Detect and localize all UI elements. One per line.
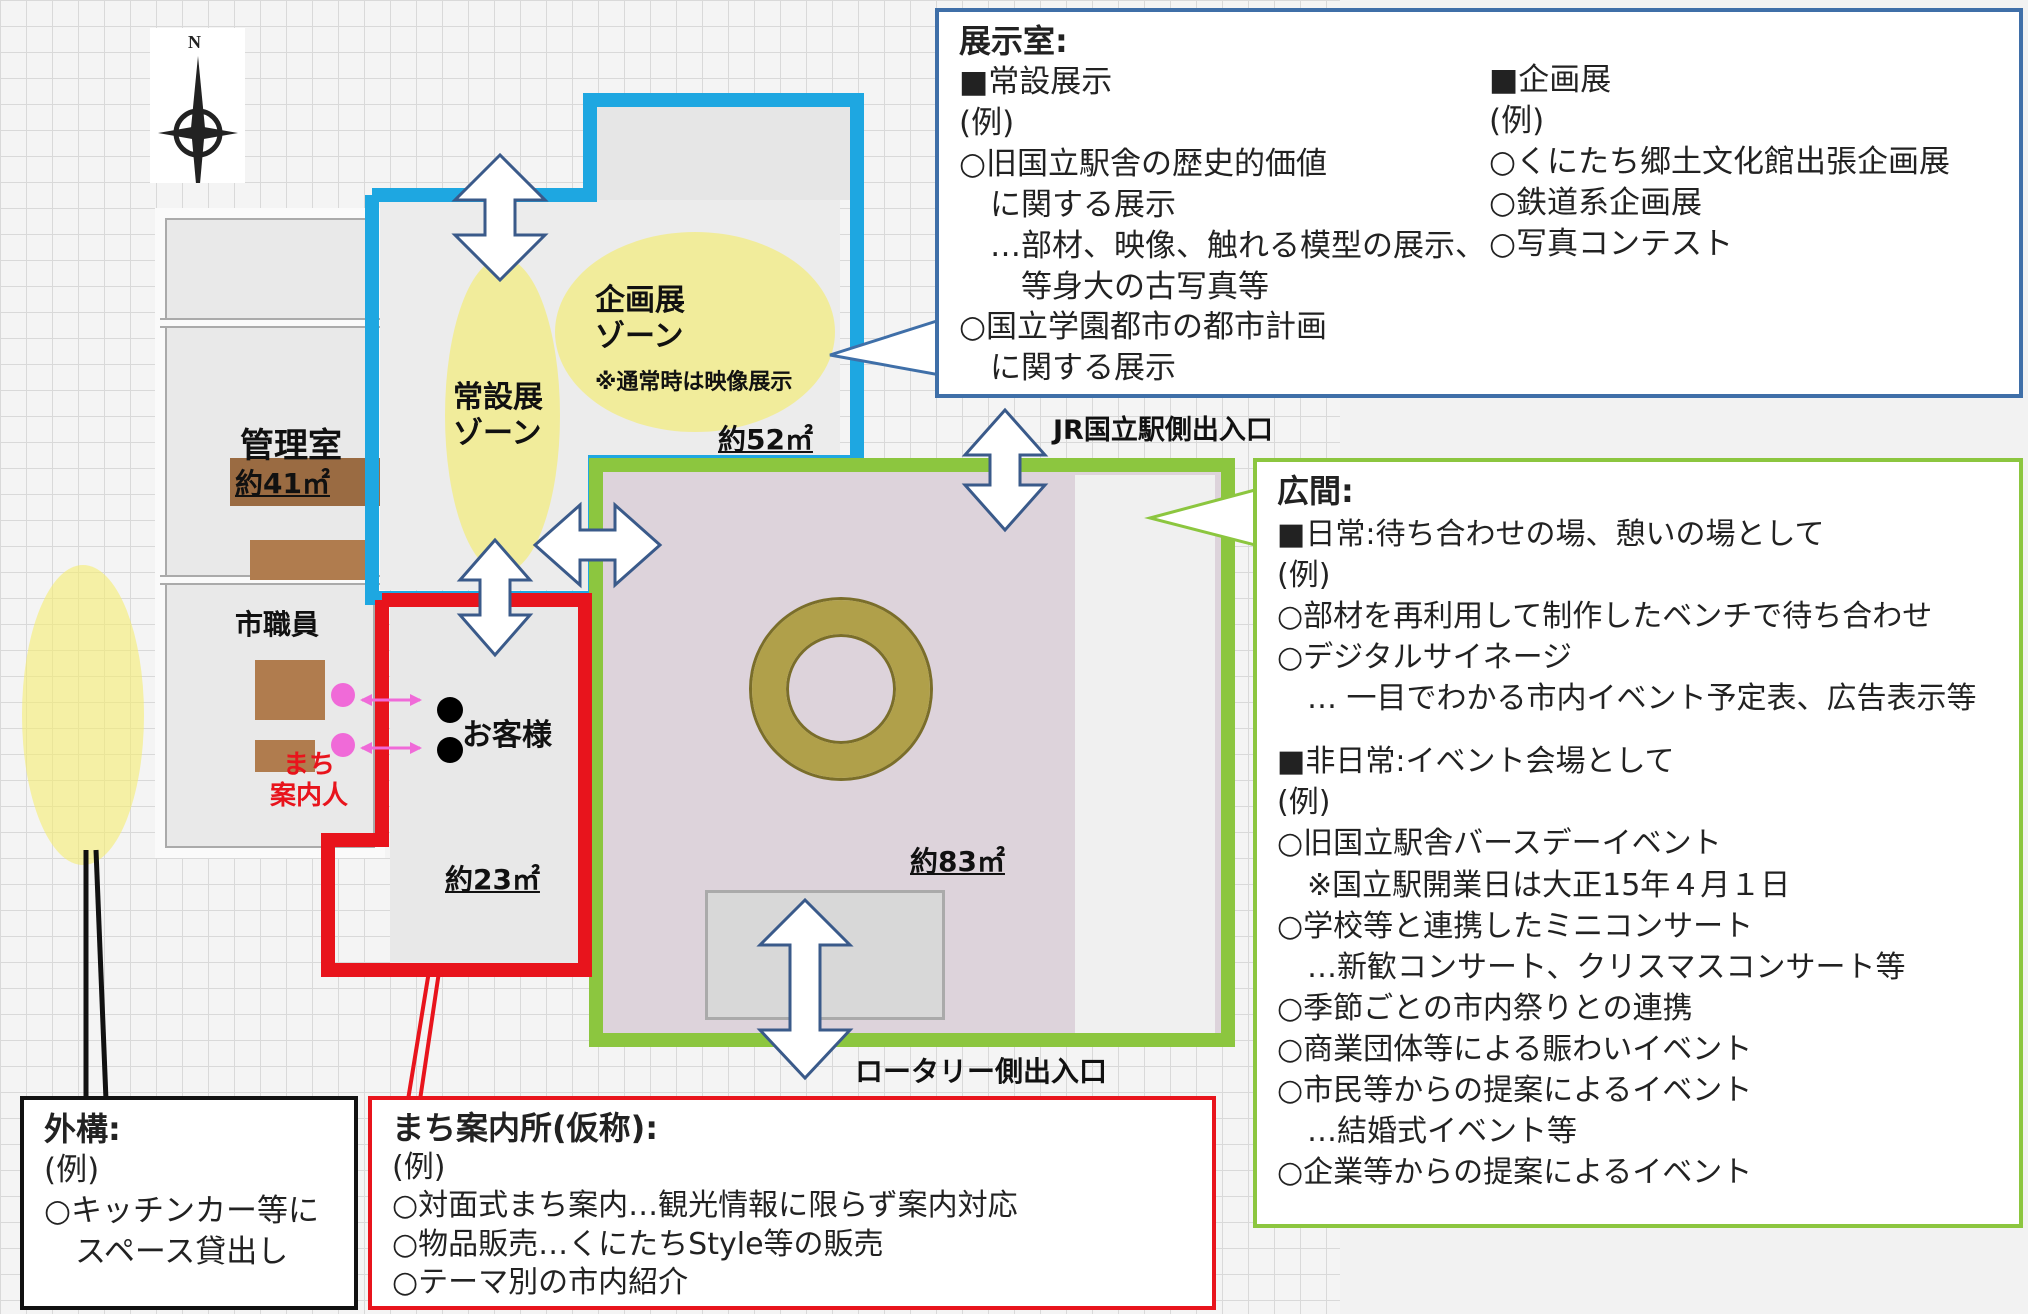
exhibit-area: 約52㎡ (718, 423, 813, 456)
hall-callout: 広間: ■日常:待ち合わせの場、憩いの場として (例) ○部材を再利用して制作し… (1253, 458, 2023, 1228)
guide-marker (331, 683, 355, 707)
info-area: 約23㎡ (445, 863, 540, 896)
people-markers (331, 683, 463, 763)
info-center-callout: まち案内所(仮称): (例) ○対面式まち案内…観光情報に限らず案内対応 ○物品… (368, 1096, 1216, 1310)
exterior-callout: 外構: (例) ○キッチンカー等に スペース貸出し (20, 1096, 358, 1310)
arrow-exhibit-top (451, 152, 549, 283)
exhibition-title: 展示室: (959, 22, 1068, 60)
hall-outline (589, 458, 1235, 1047)
office-divider (160, 318, 380, 328)
info-center-floor (390, 605, 580, 965)
guide-marker (331, 733, 355, 757)
compass-icon (158, 56, 238, 183)
rotary-exit-label: ロータリー側出入口 (855, 1055, 1108, 1088)
hall-wall-right (1075, 475, 1215, 1035)
customer-label: お客様 (462, 718, 552, 753)
desk (255, 740, 315, 772)
arrow-jr-exit (961, 407, 1049, 533)
exhibition-room-floor (590, 100, 850, 200)
staff-label: 市職員 (235, 608, 320, 641)
exterior-zone (22, 565, 144, 865)
office-area: 約41㎡ (235, 467, 330, 500)
kikaku-note: ※通常時は映像展示 (595, 370, 793, 395)
guide-label: まち 案内人 (270, 750, 349, 812)
arrow-rotary-exit (756, 897, 854, 1081)
kikaku-zone (555, 232, 835, 432)
hall-title: 広間: (1277, 472, 1354, 510)
hall-area: 約83㎡ (910, 845, 1005, 878)
customer-marker (437, 697, 463, 723)
exterior-title: 外構: (44, 1110, 121, 1148)
exhibition-callout: 展示室: ■常設展示 (例) ○旧国立駅舎の歴史的価値 に関する展示 …部材、映… (935, 8, 2023, 398)
compass: N (150, 28, 245, 183)
info-center-title: まち案内所(仮称): (392, 1109, 659, 1147)
hall-entrance-bay (705, 890, 945, 1020)
north-label: N (188, 32, 201, 52)
exhibition-col2: ■企画展 (例) ○くにたち郷土文化館出張企画展 ○鉄道系企画展 ○写真コンテス… (1489, 62, 1951, 262)
desk (255, 660, 325, 720)
arrow-exhibit-info (456, 537, 534, 658)
arrow-exhibit-hall (532, 501, 663, 589)
jousetsu-zone (445, 258, 560, 573)
exterior-pointer (83, 849, 442, 1101)
jousetsu-zone-label: 常設展 ゾーン (453, 380, 543, 451)
desk (250, 540, 370, 580)
desk (230, 458, 385, 506)
exhibition-col1: ■常設展示 (例) ○旧国立駅舎の歴史的価値 に関する展示 …部材、映像、触れる… (959, 64, 1486, 387)
jr-exit-label: JR国立駅側出入口 (1053, 415, 1273, 446)
kikaku-zone-label: 企画展 ゾーン (595, 283, 685, 354)
double-arrows (451, 152, 1049, 1081)
customer-marker (437, 737, 463, 763)
info-center-outline (321, 593, 592, 977)
office-label: 管理室 (240, 426, 342, 466)
